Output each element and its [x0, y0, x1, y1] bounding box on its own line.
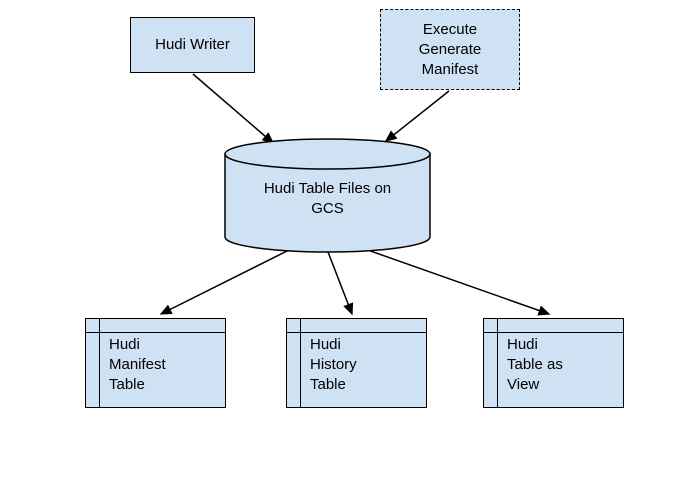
node-execute-generate-manifest: Execute Generate Manifest: [380, 9, 520, 90]
edge-hudi-writer-to-gcs: [192, 73, 275, 144]
table-grid-vertical-line: [300, 319, 301, 407]
node-execute-generate-manifest-label: Execute Generate Manifest: [418, 20, 482, 78]
node-hudi-writer: Hudi Writer: [130, 17, 255, 73]
node-hudi-manifest-table: Hudi Manifest Table: [85, 318, 226, 408]
node-hudi-history-table: Hudi History Table: [286, 318, 427, 408]
node-hudi-writer-label: Hudi Writer: [155, 36, 230, 53]
edge-gcs-to-table-as-view: [361, 247, 551, 316]
table-grid-horizontal-line: [484, 332, 623, 333]
gcs-cylinder-shape: [224, 138, 431, 253]
edge-execute-generate-manifest-to-gcs: [384, 90, 450, 142]
edge-gcs-to-history-table: [327, 251, 354, 316]
node-hudi-table-as-view: Hudi Table as View: [483, 318, 624, 408]
node-hudi-history-table-label: Hudi History Table: [310, 336, 357, 393]
edge-gcs-to-manifest-table: [159, 247, 294, 315]
node-gcs-label: Hudi Table Files on GCS: [263, 180, 392, 217]
table-grid-horizontal-line: [86, 332, 225, 333]
node-hudi-manifest-table-label: Hudi Manifest Table: [109, 336, 166, 393]
table-grid-horizontal-line: [287, 332, 426, 333]
table-grid-vertical-line: [99, 319, 100, 407]
table-grid-vertical-line: [497, 319, 498, 407]
node-hudi-table-as-view-label: Hudi Table as View: [507, 336, 563, 393]
